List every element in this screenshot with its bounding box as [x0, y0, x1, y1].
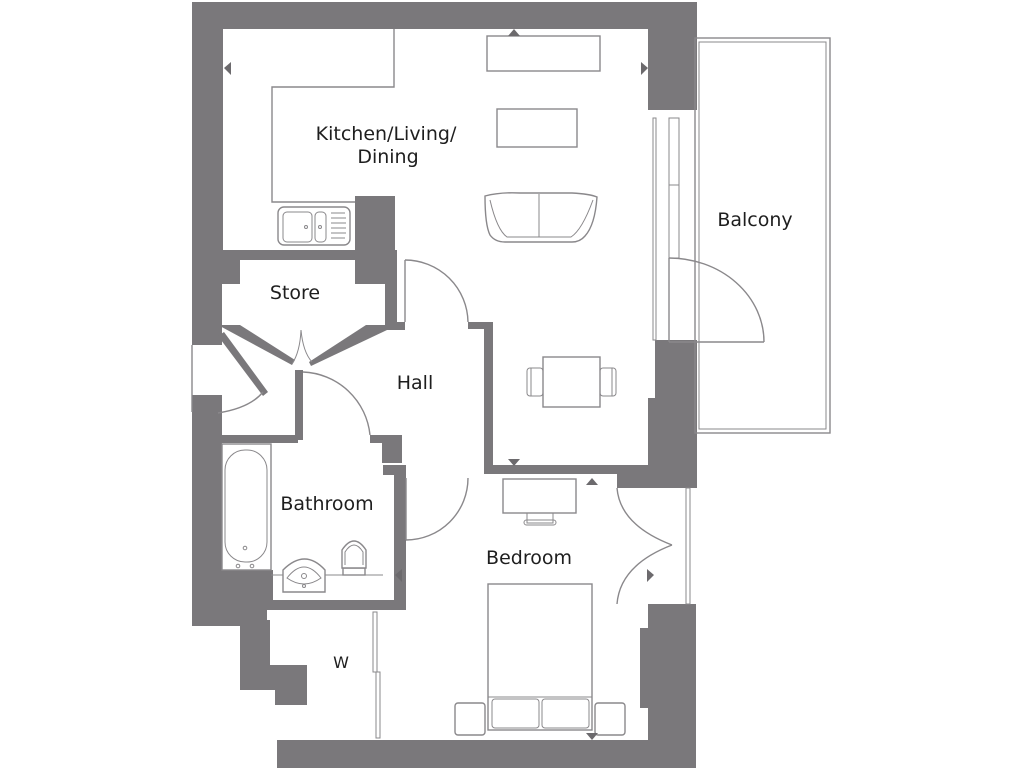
- coffee-table: [496, 108, 578, 148]
- marker-up-icon: [508, 29, 520, 36]
- room-label-balcony: Balcony: [717, 209, 792, 231]
- interior-lines: [271, 29, 831, 739]
- marker-left-icon: [395, 569, 402, 582]
- room-label-wardrobe: W: [333, 653, 349, 672]
- tv-unit: [486, 35, 601, 72]
- walls: [192, 2, 697, 768]
- marker-right-icon: [647, 569, 654, 582]
- room-label-kitchen-line2: Dining: [357, 146, 418, 168]
- marker-down-icon: [508, 459, 520, 466]
- bedside-table-left: [454, 702, 486, 736]
- kitchen-sink: [277, 206, 351, 246]
- room-label-bathroom: Bathroom: [280, 493, 373, 515]
- room-label-bedroom: Bedroom: [486, 547, 572, 569]
- room-label-store: Store: [270, 282, 320, 304]
- sofa: [484, 192, 598, 243]
- washbasin: [282, 558, 326, 593]
- elevation-markers: [224, 29, 654, 740]
- bathtub: [221, 443, 272, 571]
- marker-down-icon: [586, 733, 598, 740]
- desk: [502, 478, 577, 526]
- toilet: [341, 540, 367, 576]
- doors: [191, 259, 673, 605]
- room-label-hall: Hall: [397, 372, 434, 394]
- marker-right-icon: [641, 62, 648, 75]
- marker-up-icon: [586, 478, 598, 485]
- bedside-table-right: [594, 702, 626, 736]
- room-label-kitchen: Kitchen/Living/: [316, 123, 457, 145]
- double-bed: [487, 583, 593, 731]
- marker-left-icon: [224, 62, 231, 75]
- dining-table: [526, 356, 617, 408]
